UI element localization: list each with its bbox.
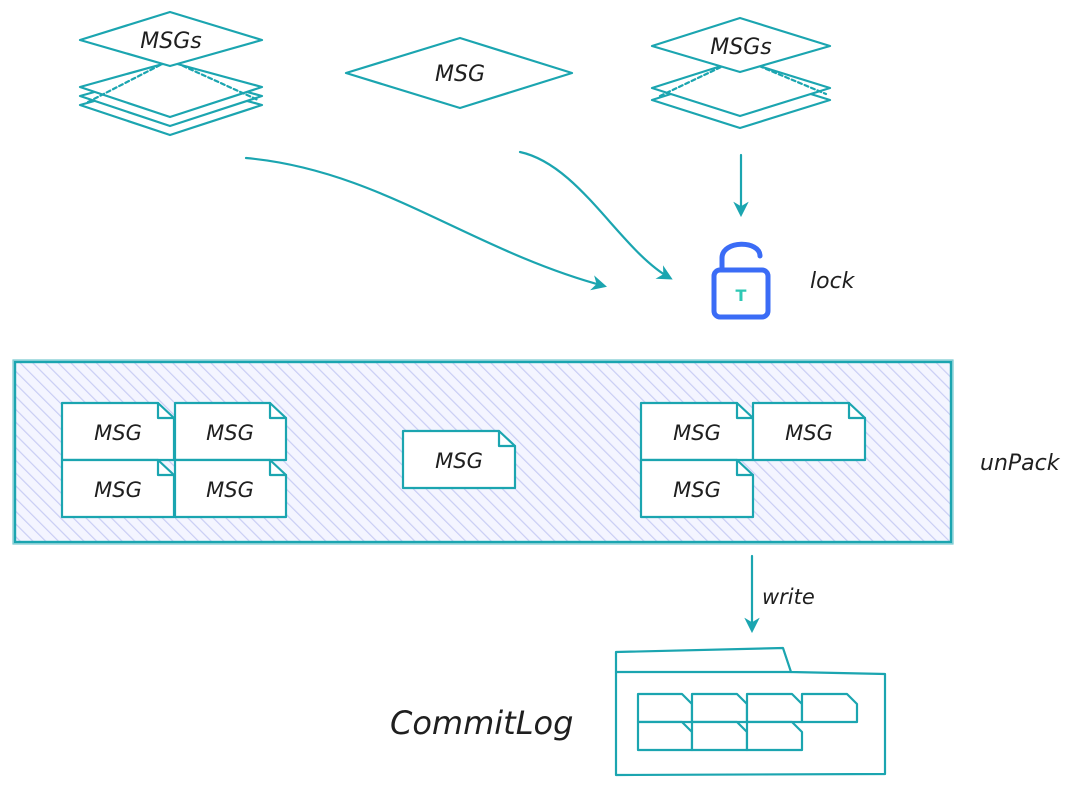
msg-doc: MSG [60, 401, 176, 462]
left-msgs-stack: MSGs [78, 10, 264, 137]
right-msgs-stack: MSGs [650, 16, 832, 130]
arrow-single-to-lock [518, 150, 673, 280]
unpack-label: unPack [980, 451, 1061, 476]
stack-layer [78, 60, 264, 119]
msg-doc: MSG [751, 401, 867, 462]
commitlog-label: CommitLog [390, 704, 573, 742]
svg-text:MSG: MSG [94, 478, 142, 502]
single-msg-label: MSG [435, 62, 485, 87]
msg-doc: MSG [60, 458, 176, 519]
msg-doc: MSG [401, 429, 517, 490]
right-stack-label: MSGs [710, 35, 771, 60]
msg-doc: MSG [173, 458, 288, 519]
stack-layer [650, 58, 832, 118]
right-doc-group: MSG MSG MSG [639, 401, 867, 519]
left-stack-label: MSGs [140, 29, 201, 54]
svg-text:MSG: MSG [206, 478, 254, 502]
svg-text:MSG: MSG [206, 421, 254, 445]
msg-doc: MSG [639, 458, 755, 519]
svg-text:MSG: MSG [673, 421, 721, 445]
msg-doc: MSG [639, 401, 755, 462]
svg-text:MSG: MSG [94, 421, 142, 445]
left-doc-group: MSG MSG MSG MSG [60, 401, 288, 519]
stack-dash [86, 58, 260, 104]
padlock-icon: T [711, 241, 771, 320]
commitlog-cells [636, 692, 859, 752]
single-msg: MSG [344, 36, 574, 110]
write-label: write [762, 585, 815, 609]
msg-doc: MSG [173, 401, 288, 462]
svg-text:MSG: MSG [785, 421, 833, 445]
stack-top [650, 16, 832, 74]
lock-label: lock [810, 269, 856, 294]
single-msg-diamond [344, 36, 574, 110]
lock-badge: T [736, 286, 747, 305]
svg-text:MSG: MSG [673, 478, 721, 502]
stack-top [78, 10, 264, 68]
svg-text:MSG: MSG [435, 449, 483, 473]
commitlog-folder [614, 646, 887, 777]
arrow-left-to-lock [244, 156, 607, 291]
